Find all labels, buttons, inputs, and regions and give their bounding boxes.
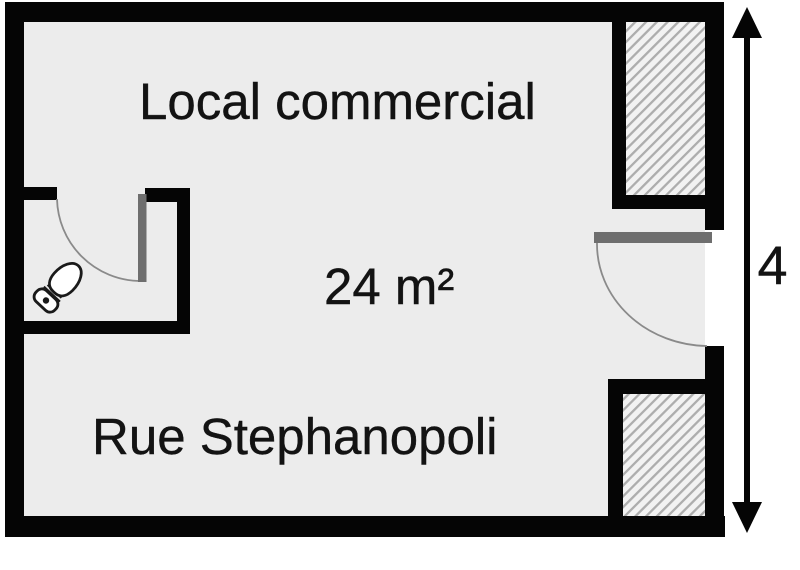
svg-text:4: 4 (758, 236, 788, 296)
svg-text:Rue Stephanopoli: Rue Stephanopoli (92, 408, 498, 465)
svg-text:Local commercial: Local commercial (139, 73, 536, 130)
svg-text:24 m²: 24 m² (324, 258, 454, 315)
